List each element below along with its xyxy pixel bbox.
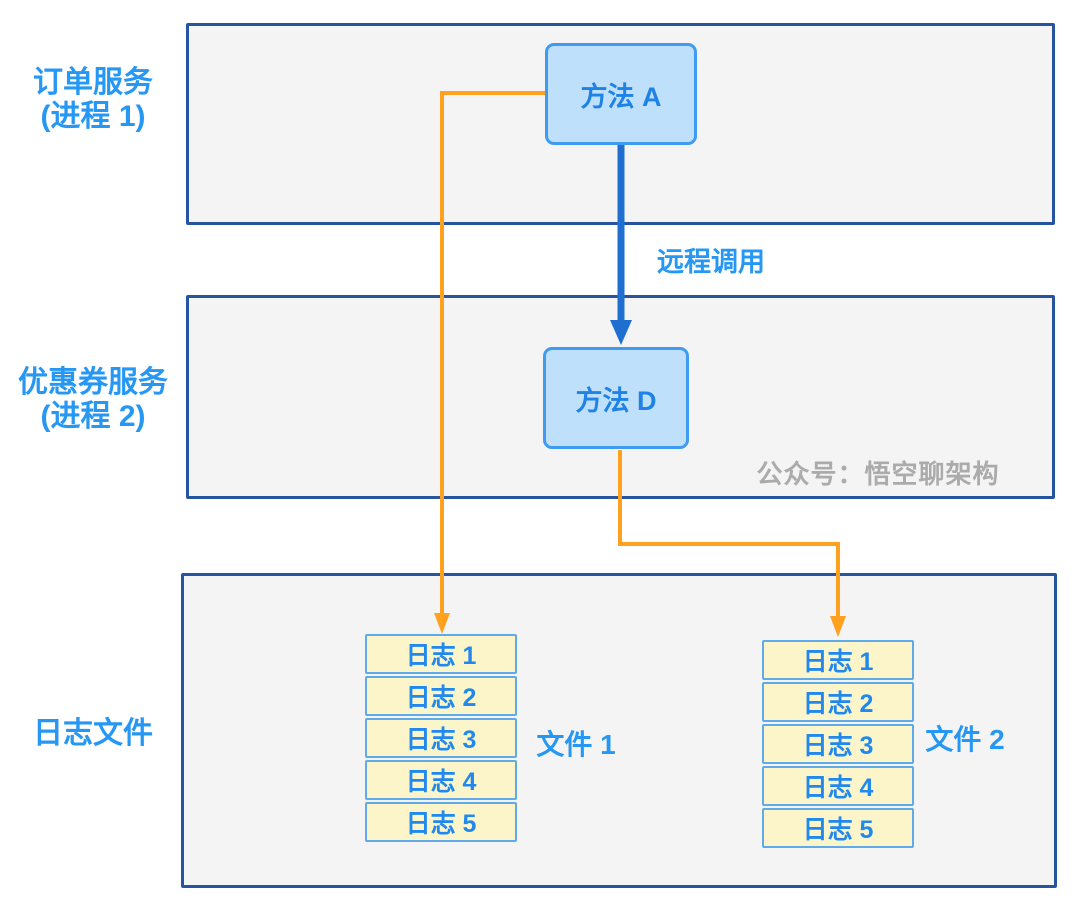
file1-log-stack: 日志 1 日志 2 日志 3 日志 4 日志 5: [365, 634, 517, 842]
lane-label-order-service-process: (进程 1): [40, 100, 146, 133]
lane-label-coupon-service: 优惠券服务 (进程 2): [0, 366, 186, 434]
watermark-text: 公众号：悟空聊架构: [756, 459, 1000, 489]
file1-label: 文件 1: [536, 729, 616, 760]
lane-label-order-service: 订单服务 (进程 1): [0, 66, 186, 134]
file2-log-cell: 日志 1: [762, 640, 914, 680]
lane-label-log-file-name: 日志文件: [33, 717, 153, 750]
lane-label-coupon-service-process: (进程 2): [40, 400, 146, 433]
file1-log-cell: 日志 3: [365, 718, 517, 758]
file2-label: 文件 2: [925, 724, 1005, 755]
method-d-node: 方法 D: [543, 347, 689, 449]
file1-log-cell: 日志 5: [365, 802, 517, 842]
lane-label-order-service-name: 订单服务: [33, 66, 153, 99]
file2-log-cell: 日志 2: [762, 682, 914, 722]
file2-log-cell: 日志 5: [762, 808, 914, 848]
lane-label-coupon-service-name: 优惠券服务: [18, 366, 168, 399]
file2-log-stack: 日志 1 日志 2 日志 3 日志 4 日志 5: [762, 640, 914, 848]
file1-log-cell: 日志 1: [365, 634, 517, 674]
file1-log-cell: 日志 2: [365, 676, 517, 716]
lane-label-log-file: 日志文件: [0, 717, 186, 751]
file2-log-cell: 日志 3: [762, 724, 914, 764]
method-a-node: 方法 A: [545, 43, 697, 145]
file2-log-cell: 日志 4: [762, 766, 914, 806]
rpc-arrow-label: 远程调用: [657, 247, 765, 277]
file1-log-cell: 日志 4: [365, 760, 517, 800]
